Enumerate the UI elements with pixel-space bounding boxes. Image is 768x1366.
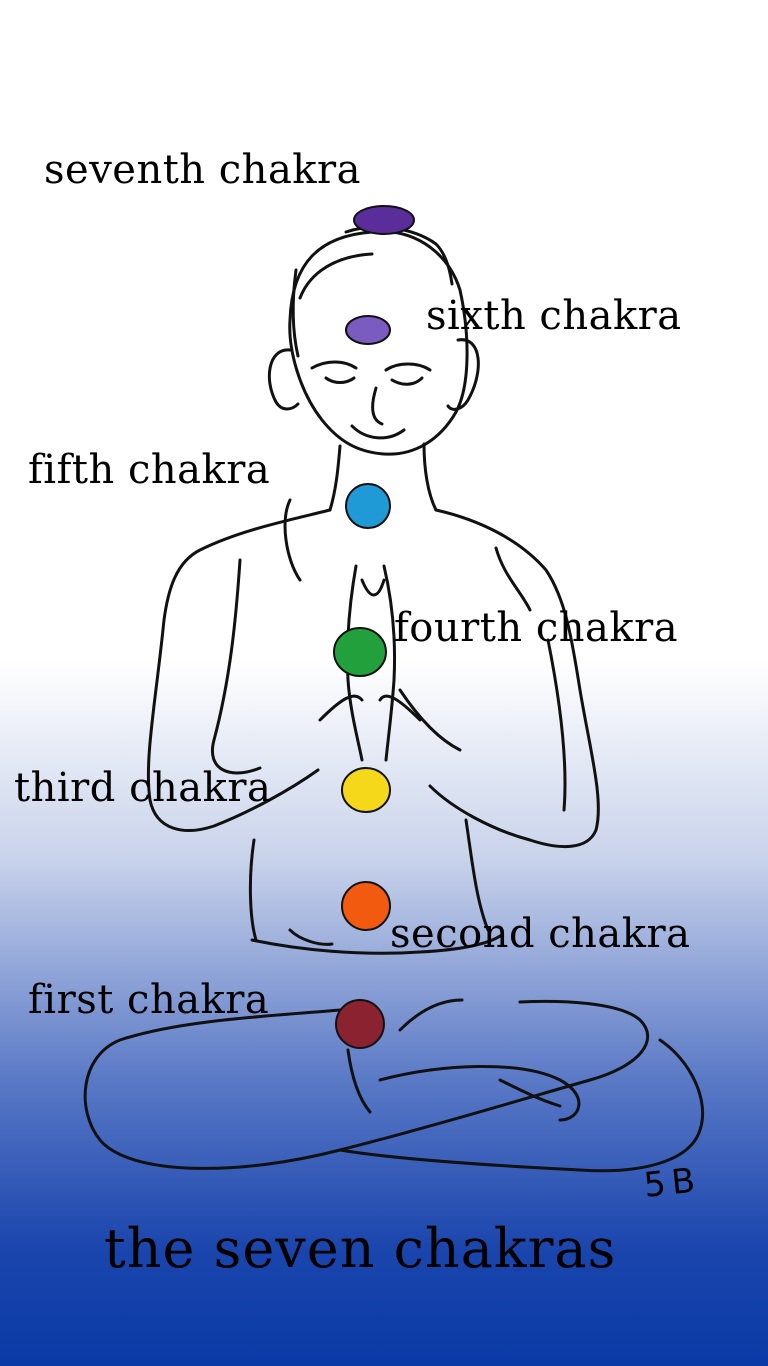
legs-outline <box>83 999 650 1170</box>
second-chakra-label: second chakra <box>390 911 691 957</box>
fourth-chakra-dot <box>333 627 387 677</box>
third-chakra-label: third chakra <box>14 765 272 811</box>
seventh-chakra-label: seventh chakra <box>44 147 361 193</box>
head-outline <box>288 230 469 456</box>
sixth-chakra-label: sixth chakra <box>426 293 682 339</box>
fourth-chakra-label: fourth chakra <box>394 605 679 651</box>
seventh-chakra-dot <box>353 205 415 235</box>
artist-signature: 5B <box>642 1160 703 1206</box>
fifth-chakra-dot <box>345 483 391 529</box>
third-chakra-dot <box>341 767 391 813</box>
fifth-chakra-label: fifth chakra <box>28 447 271 493</box>
figure-caption: the seven chakras <box>104 1217 617 1280</box>
sixth-chakra-dot <box>345 315 391 345</box>
first-chakra-label: first chakra <box>28 977 270 1023</box>
first-chakra-dot <box>335 999 385 1049</box>
second-chakra-dot <box>341 881 391 931</box>
